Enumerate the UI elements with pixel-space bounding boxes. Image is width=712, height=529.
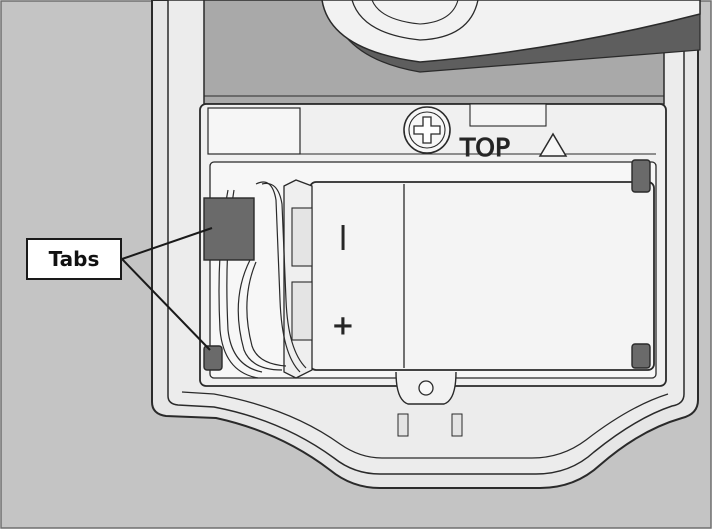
thumbturn-disc-ring-inner: [371, 0, 459, 25]
callout-leader-lower: [121, 258, 211, 351]
top-orientation-label: TOP: [459, 133, 510, 162]
bottom-screw-hole: [418, 380, 434, 396]
phillips-screw-icon: [403, 106, 451, 154]
wire-tab-upper: [203, 197, 255, 261]
tab-right-upper: [631, 159, 651, 193]
connector-terminal-top: [291, 207, 313, 267]
thumbturn-disc: [321, 0, 701, 63]
top-latch: [469, 103, 547, 127]
wire-bundle: [218, 181, 307, 379]
boss-slot-left: [397, 413, 409, 437]
callout-leader-upper: [121, 227, 213, 260]
battery-pack: [309, 181, 655, 371]
wire-tab-lower: [203, 345, 223, 371]
tab-right-lower: [631, 343, 651, 369]
tabs-callout-label: Tabs: [48, 247, 100, 271]
battery-negative-symbol: |: [339, 222, 347, 250]
connector-terminal-bottom: [291, 281, 313, 341]
compartment-ledge-left: [207, 107, 301, 155]
housing-bottom-curve: [181, 391, 669, 459]
battery-positive-symbol: +: [332, 311, 354, 341]
triangle-up-icon: [538, 132, 568, 157]
thumbturn-disc-ring: [351, 0, 479, 41]
tabs-callout-box: Tabs: [26, 238, 122, 280]
boss-slot-right: [451, 413, 463, 437]
